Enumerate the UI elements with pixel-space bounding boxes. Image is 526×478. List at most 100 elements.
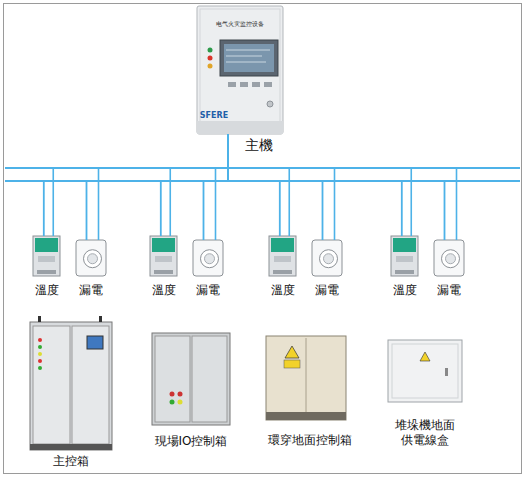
line-shape (456, 168, 458, 240)
circle-shape (38, 352, 42, 356)
node-label: 漏電 (307, 283, 347, 298)
rect-shape (228, 82, 236, 87)
rect-shape (30, 444, 112, 450)
node-label: 溫度 (263, 283, 303, 298)
rect-shape (72, 326, 109, 444)
bus-connector (228, 134, 402, 236)
line-shape (215, 168, 217, 240)
bus-connector (44, 134, 228, 236)
leakage-module: 漏電 (312, 240, 342, 276)
line-shape (226, 50, 270, 51)
rect-shape (274, 256, 291, 262)
rect-shape (269, 236, 296, 276)
circle-shape (442, 250, 460, 268)
rect-shape (391, 236, 418, 276)
node-label: 現場IO控制箱 (136, 434, 246, 449)
bus-connector (228, 134, 280, 236)
line-shape (5, 167, 520, 169)
module-pictures (33, 236, 464, 276)
line-shape (98, 168, 100, 240)
line-shape (52, 168, 54, 236)
node-label: 溫度 (27, 283, 67, 298)
rect-shape (388, 340, 462, 402)
rect-shape (35, 238, 58, 252)
rect-shape (220, 40, 278, 76)
rect-shape (33, 326, 70, 444)
temperature-module: 溫度 (33, 236, 60, 276)
polygon-shape (420, 352, 430, 361)
rect-shape (152, 238, 175, 252)
rect-shape (393, 238, 416, 252)
node-label: 漏電 (71, 283, 111, 298)
circle-shape (201, 250, 219, 268)
bus-connector (87, 134, 228, 240)
temperature-module: 溫度 (150, 236, 177, 276)
line-shape (226, 62, 266, 63)
rect-shape (434, 240, 464, 276)
rect-shape (284, 360, 300, 368)
circle-shape (38, 338, 42, 342)
leakage-module: 漏電 (434, 240, 464, 276)
ground-cabinet (266, 336, 346, 420)
node-label: SFERE (196, 111, 232, 121)
rect-shape (38, 256, 55, 262)
rect-shape (266, 412, 346, 420)
node-label: 溫度 (385, 283, 425, 298)
node-label: 漏電 (429, 283, 469, 298)
line-shape (169, 168, 171, 236)
rect-shape (312, 240, 342, 276)
rect-shape (155, 336, 190, 422)
main-cabinet-node: 主控箱 (30, 322, 112, 450)
polygon-shape (285, 346, 299, 358)
circle-shape (170, 392, 175, 397)
rect-shape (252, 82, 260, 87)
rect-shape (224, 44, 274, 72)
circle-shape (446, 254, 456, 264)
power-box-node: 堆垛機地面 供電線盒 (388, 340, 462, 402)
rect-shape (271, 238, 294, 252)
circle-shape (205, 254, 215, 264)
rect-shape (197, 6, 283, 134)
power-box (388, 340, 462, 402)
host-device (197, 6, 283, 134)
rect-shape (152, 333, 230, 425)
circle-shape (208, 64, 213, 69)
circle-shape (38, 366, 42, 370)
line-shape (5, 180, 520, 182)
io-cabinet-node: 現場IO控制箱 (152, 333, 230, 425)
circle-shape (84, 250, 102, 268)
node-label: 漏電 (188, 283, 228, 298)
rect-shape (395, 270, 414, 274)
rect-shape (30, 322, 112, 450)
main-cabinet (30, 316, 112, 450)
node-label: 电气火灾监控设备 (200, 20, 280, 28)
rect-shape (192, 336, 227, 422)
rect-shape (273, 270, 292, 274)
circle-shape (88, 254, 98, 264)
rect-shape (38, 316, 41, 322)
rect-shape (193, 240, 223, 276)
node-label: 溫度 (144, 283, 184, 298)
circle-shape (324, 254, 334, 264)
leakage-module: 漏電 (193, 240, 223, 276)
circle-shape (208, 48, 213, 53)
node-label: 堆垛機地面 供電線盒 (392, 418, 458, 448)
line-shape (288, 168, 290, 236)
line-shape (334, 168, 336, 240)
circle-shape (170, 400, 175, 405)
bus-connector (204, 134, 228, 240)
rect-shape (33, 236, 60, 276)
rect-shape (150, 236, 177, 276)
rect-shape (392, 344, 458, 398)
outer-frame (4, 4, 522, 474)
line-shape (306, 338, 307, 418)
rect-shape (37, 270, 56, 274)
line-shape (410, 168, 412, 236)
rect-shape (76, 240, 106, 276)
node-label: 主控箱 (36, 454, 106, 469)
drop-wires (53, 168, 456, 240)
temperature-module: 溫度 (391, 236, 418, 276)
